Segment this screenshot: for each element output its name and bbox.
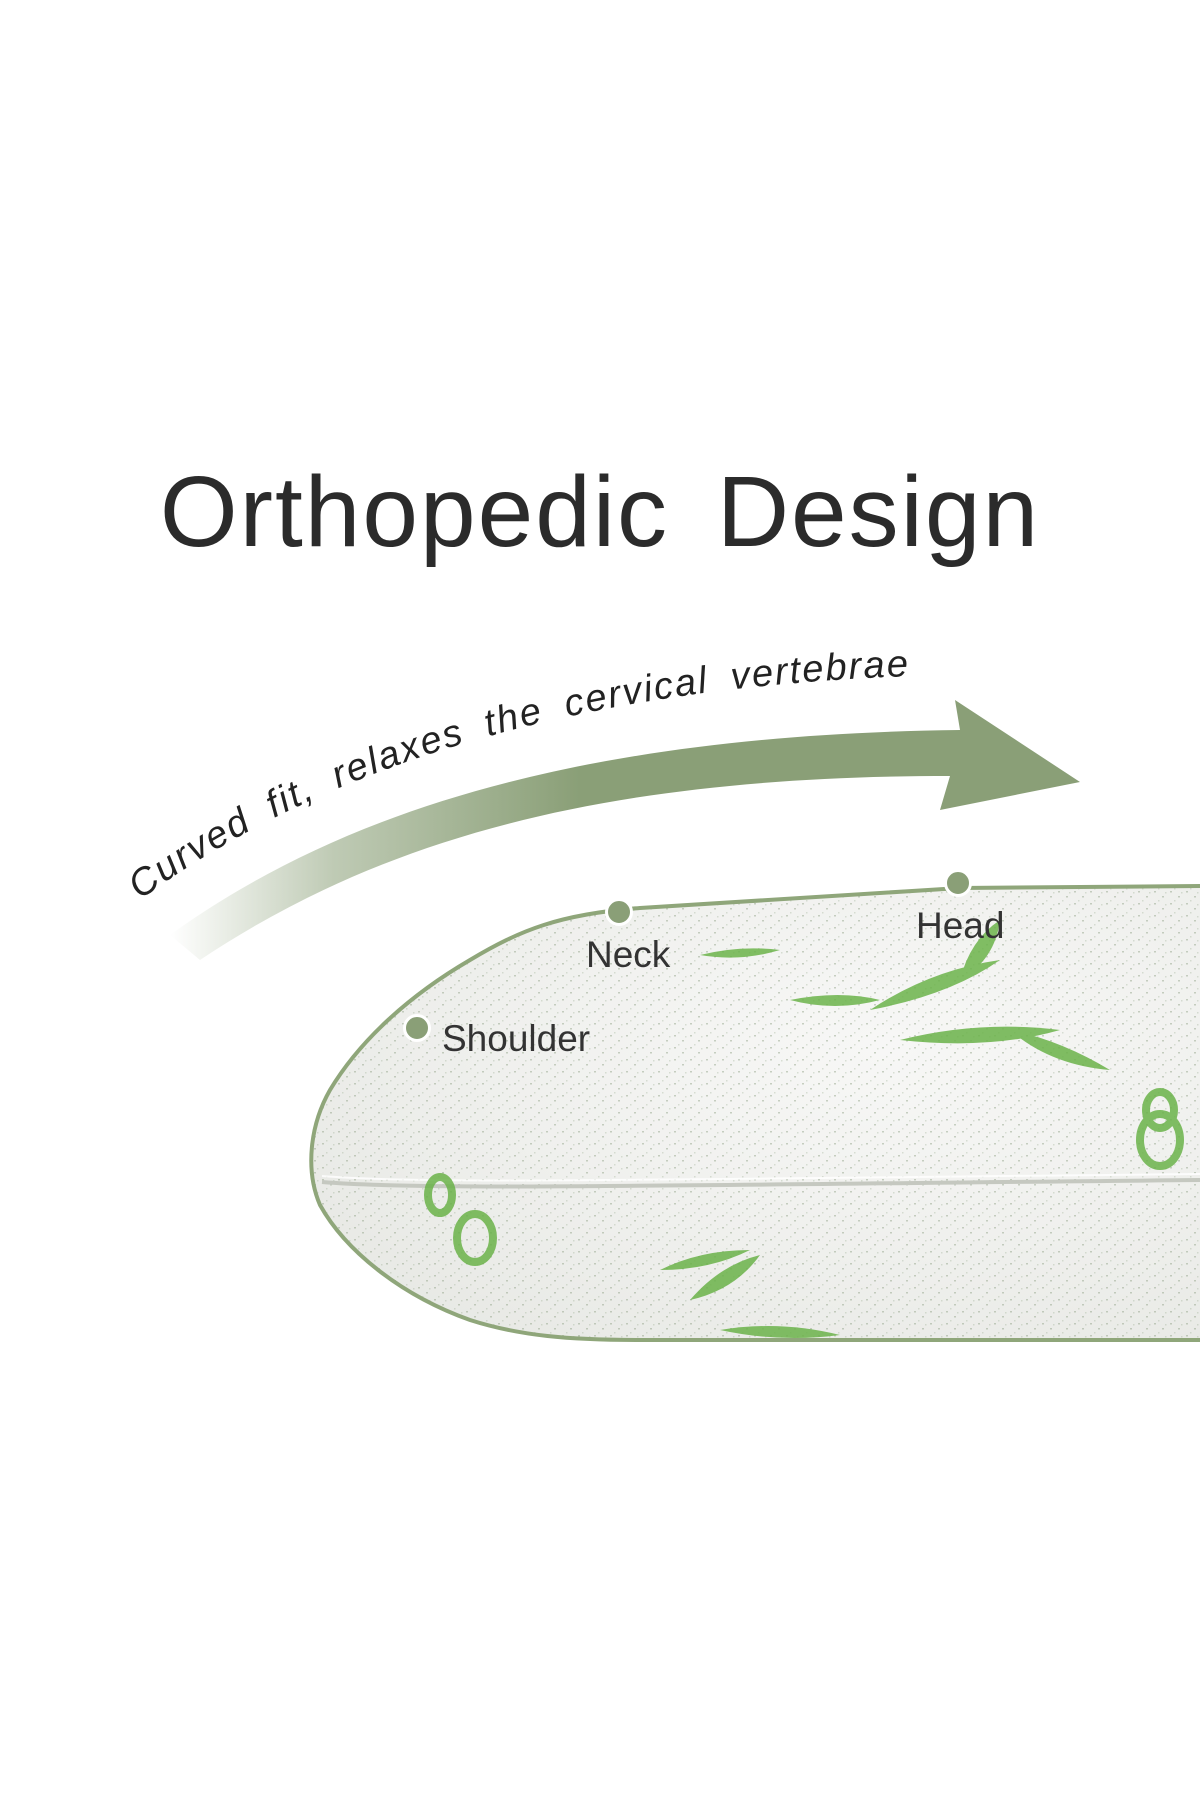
pillow-outline [309, 884, 1200, 1342]
curved-arrow-icon [170, 700, 1080, 960]
label-shoulder: Shoulder [442, 1018, 591, 1059]
bamboo-logo-icon [424, 1088, 1184, 1266]
label-head: Head [916, 905, 1005, 946]
head-marker-icon [944, 869, 972, 897]
neck-marker-icon [605, 898, 633, 926]
pillow-image [311, 886, 1200, 1340]
bamboo-leaf-icon [660, 920, 1110, 1339]
page-title: Orthopedic Design [159, 456, 1041, 568]
shoulder-marker-icon [403, 1014, 431, 1042]
label-neck: Neck [586, 934, 671, 975]
